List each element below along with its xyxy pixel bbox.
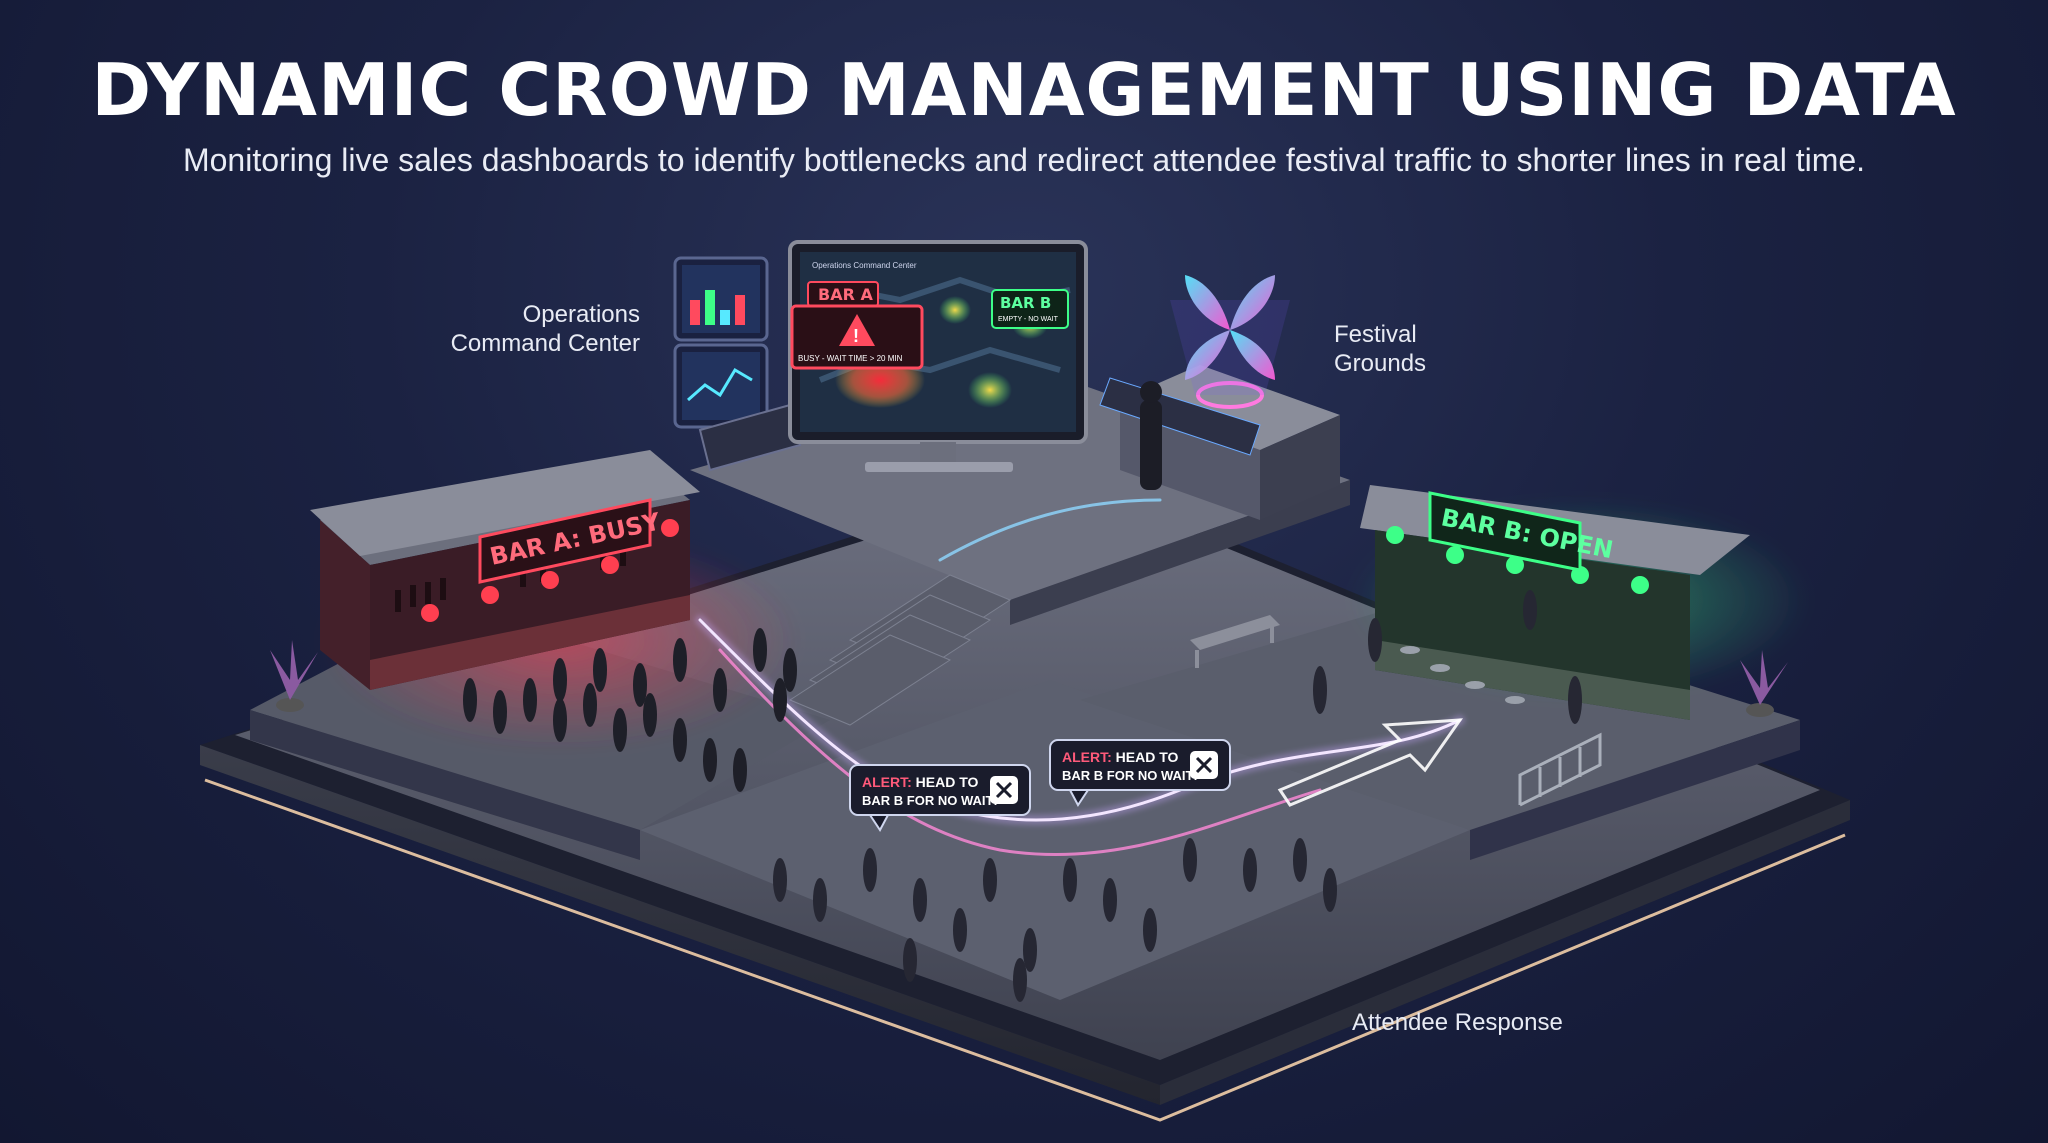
main-monitor: Operations Command Center BAR A ! BUSY -… (788, 240, 1088, 472)
monitor-bar-b-status: EMPTY - NO WAIT (998, 316, 1059, 323)
monitor-title: Operations Command Center (812, 261, 917, 270)
stairs (788, 574, 1012, 726)
label-operations-command-center: Operations Command Center (400, 300, 640, 358)
alert-1-line1: HEAD TO (912, 774, 979, 790)
people-bar-b (1313, 590, 1582, 724)
redirect-paths (695, 498, 1465, 857)
label-attendee-response: Attendee Response (1352, 1009, 1563, 1036)
label-grounds-line2: Grounds (1334, 350, 1427, 377)
alert-1-prefix: ALERT: (862, 774, 912, 790)
page-subtitle: Monitoring live sales dashboards to iden… (182, 142, 1866, 178)
label-ops-line1: Operations (522, 301, 640, 328)
crowd-bar-a (463, 628, 797, 792)
operator (1140, 400, 1162, 490)
page-title: DYNAMIC CROWD MANAGEMENT USING DATA (91, 48, 1957, 132)
label-ops-line2: Command Center (450, 330, 640, 357)
monitor-bar-a-label: BAR A (818, 285, 873, 304)
monitor-bar-b-label: BAR B (1000, 294, 1051, 312)
alert-bubble-2: ALERT: HEAD TO BAR B FOR NO WAIT! (1049, 739, 1231, 807)
app-logo-icon (1195, 756, 1213, 774)
alert-2-line1: HEAD TO (1112, 749, 1179, 765)
alert-bubble-1: ALERT: HEAD TO BAR B FOR NO WAIT! (849, 764, 1031, 832)
warning-icon (839, 314, 875, 346)
plant-right (1740, 650, 1788, 717)
bench (1190, 615, 1280, 668)
barrier-right (1518, 732, 1602, 807)
plant-left (270, 640, 318, 712)
svg-text:ALERT: HEAD TO: ALERT: HEAD TO (862, 774, 979, 790)
bar-a-area (250, 450, 830, 860)
side-dashboards (673, 256, 802, 472)
label-grounds-line1: Festival (1334, 321, 1417, 348)
alert-1-line2: BAR B FOR NO WAIT! (862, 793, 998, 808)
svg-text:!: ! (853, 326, 859, 346)
alert-2-prefix: ALERT: (1062, 749, 1112, 765)
svg-text:ALERT: HEAD TO: ALERT: HEAD TO (1062, 749, 1179, 765)
operator-console (1099, 365, 1340, 520)
label-festival-grounds: Festival Grounds (1334, 320, 1534, 378)
redirect-arrow (1277, 718, 1464, 807)
monitor-bar-a-status: BUSY - WAIT TIME > 20 MIN (798, 354, 903, 363)
alert-2-line2: BAR B FOR NO WAIT! (1062, 768, 1198, 783)
hologram-logo-icon (1170, 275, 1290, 395)
bar-b-area (1080, 485, 1810, 860)
app-logo-icon (995, 781, 1013, 799)
crowd-plaza (773, 838, 1337, 1002)
